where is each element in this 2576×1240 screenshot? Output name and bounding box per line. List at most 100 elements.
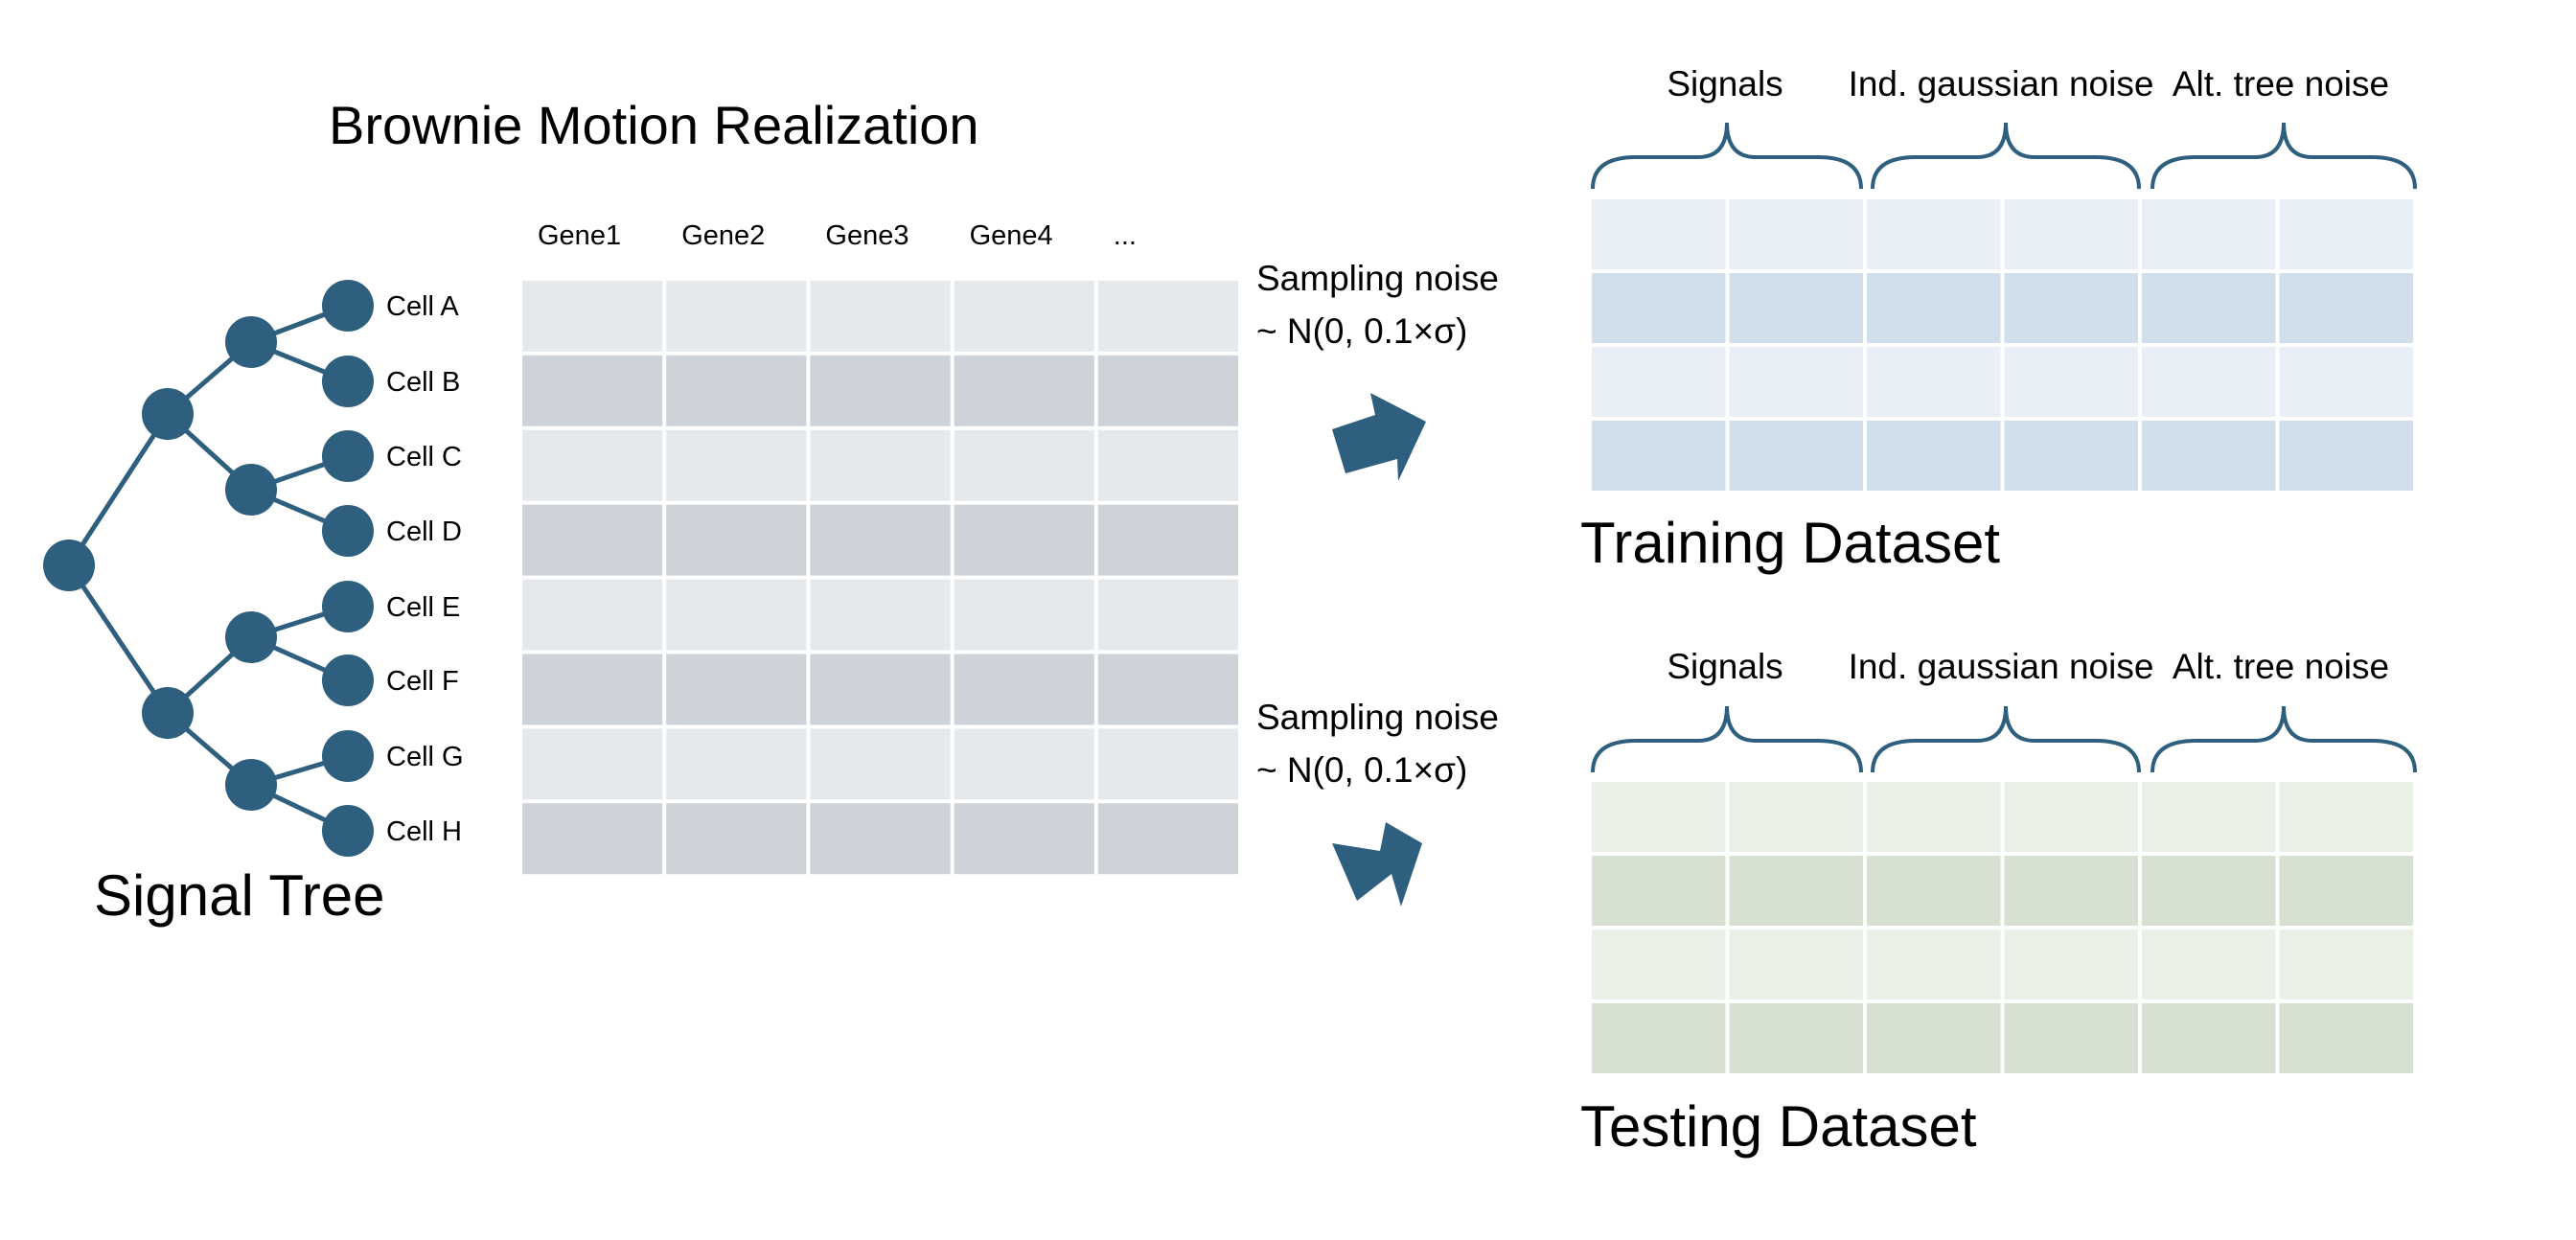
matrix-cell [1097,429,1238,501]
dataset-cell [1867,782,2001,852]
sampling-noise-top-line2: ~ N(0, 0.1×σ) [1256,311,1467,351]
matrix-cell [666,579,807,651]
signal-tree [43,280,374,857]
dataset-cell [2004,421,2138,491]
matrix-cell [954,355,1094,426]
leaf-node [322,430,374,482]
group-label: Alt. tree noise [2173,64,2389,103]
dataset-cell [2279,199,2413,269]
group-label: Signals [1667,64,1782,103]
group-label: Alt. tree noise [2173,647,2389,686]
internal-node [142,687,194,739]
dataset-cell [1729,347,1863,417]
dataset-cell [1729,199,1863,269]
matrix-cell [522,429,663,501]
matrix-cell [954,281,1094,352]
group-label: Ind. gaussian noise [1849,64,2154,103]
matrix-cell [810,728,951,800]
leaf-node [322,581,374,632]
dataset-cell [1867,1003,2001,1073]
cell-label: Cell C [386,442,462,472]
dataset-cell [1592,856,1726,926]
matrix-cell [522,728,663,800]
sampling-noise-bottom-line1: Sampling noise [1256,698,1499,737]
matrix-cell [1097,654,1238,725]
leaf-node [322,730,374,782]
dataset-cell [1592,347,1726,417]
leaf-node [322,280,374,332]
root-node [43,540,95,591]
matrix-cell [1097,579,1238,651]
gene-header: Gene1 [538,220,621,251]
dataset-cell [1867,273,2001,343]
internal-node [142,388,194,440]
internal-node [225,316,277,368]
dataset-cell [2142,1003,2276,1073]
matrix-cell [810,654,951,725]
matrix-cell [666,504,807,576]
brace-icon [1871,705,2141,773]
matrix-cell [810,803,951,875]
dataset-cell [1592,199,1726,269]
group-label: Ind. gaussian noise [1849,647,2154,686]
dataset-cell [2279,1003,2413,1073]
dataset-cell [1867,930,2001,999]
dataset-cell [2004,1003,2138,1073]
gene-header: Gene4 [970,220,1053,251]
gene-header: ... [1114,220,1137,251]
cell-label: Cell E [386,592,460,623]
matrix-cell [810,355,951,426]
dataset-cell [2142,930,2276,999]
testing-dataset: Signals Ind. gaussian noise Alt. tree nois… [1591,647,2417,1073]
dataset-cell [1592,1003,1726,1073]
dataset-cell [2004,782,2138,852]
dataset-cell [2279,856,2413,926]
dataset-cell [1592,421,1726,491]
matrix-cell [522,579,663,651]
dataset-cell [2004,930,2138,999]
signal-tree-label: Signal Tree [94,863,385,928]
gene-header: Gene2 [681,220,765,251]
matrix-cell [954,728,1094,800]
dataset-cell [1729,782,1863,852]
matrix-cell [810,429,951,501]
matrix-cell [954,504,1094,576]
dataset-cell [2142,199,2276,269]
expression-matrix [522,281,1238,875]
tree-edge [66,412,171,567]
dataset-cell [1867,421,2001,491]
matrix-cell [666,728,807,800]
cell-label: Cell H [386,816,462,847]
brace-icon [2150,705,2417,773]
brace-icon [1871,122,2141,190]
matrix-cell [666,429,807,501]
cell-label: Cell B [386,367,460,398]
matrix-cell [954,579,1094,651]
dataset-cell [2142,347,2276,417]
dataset-cell [1592,782,1726,852]
group-label: Signals [1667,647,1782,686]
gene-header: Gene3 [825,220,908,251]
dataset-cell [1592,930,1726,999]
matrix-cell [522,281,663,352]
matrix-cell [954,654,1094,725]
brace-icon [2150,122,2417,190]
dataset-cell [1729,273,1863,343]
dataset-cell [2004,199,2138,269]
dataset-cell [1729,1003,1863,1073]
cell-label: Cell D [386,517,462,547]
dataset-cell [2279,273,2413,343]
dataset-cell [1867,856,2001,926]
leaf-node [322,505,374,557]
leaf-node [322,805,374,857]
matrix-cell [1097,728,1238,800]
dataset-cell [2142,856,2276,926]
brace-icon [1591,122,1863,190]
matrix-cell [810,504,951,576]
title: Brownie Motion Realization [329,95,979,155]
dataset-cell [1867,199,2001,269]
sampling-noise-top-line1: Sampling noise [1256,259,1499,298]
dataset-cell [2279,347,2413,417]
